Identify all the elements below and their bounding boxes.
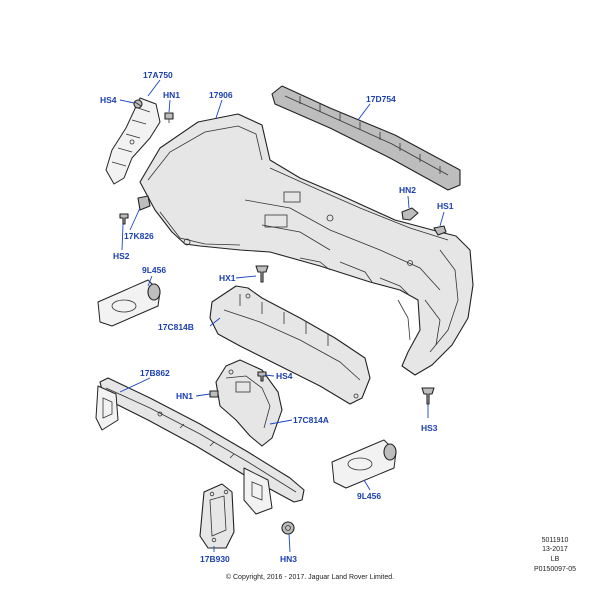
label-17b930: 17B930 xyxy=(200,554,230,564)
label-hn2: HN2 xyxy=(399,185,416,195)
absorber-9l456-left xyxy=(97,279,161,327)
clip-17k826 xyxy=(137,195,151,211)
bracket-17b930 xyxy=(199,483,235,549)
label-hn3: HN3 xyxy=(280,554,297,564)
label-9l456-left: 9L456 xyxy=(142,265,166,275)
illustration-id: P0150097-05 xyxy=(533,566,577,573)
fastener-hs4-middle xyxy=(257,371,267,382)
label-17d754: 17D754 xyxy=(366,94,396,104)
nut-hn2 xyxy=(401,207,419,221)
screw-hs1 xyxy=(433,225,447,236)
label-9l456-right: 9L456 xyxy=(357,491,381,501)
label-17906: 17906 xyxy=(209,90,233,100)
label-17b862: 17B862 xyxy=(140,368,170,378)
label-hs2: HS2 xyxy=(113,251,130,261)
absorber-9l456-right xyxy=(331,439,397,489)
undertray-17c814b xyxy=(209,285,371,405)
fastener-hx1 xyxy=(255,265,269,283)
leader-lines xyxy=(119,79,445,553)
bumper-cover-17906 xyxy=(139,113,474,376)
label-hn1-middle: HN1 xyxy=(176,391,193,401)
label-hs3: HS3 xyxy=(421,423,438,433)
screw-hs2 xyxy=(119,213,129,225)
bracket-17c814a xyxy=(215,359,283,447)
bracket-17a750 xyxy=(105,97,161,185)
fastener-hn1-middle xyxy=(209,390,219,398)
reference-number: 5011910 xyxy=(541,537,569,544)
date-code: 13-2017 xyxy=(542,546,568,553)
nut-hn3 xyxy=(281,521,295,535)
label-hs4-middle: HS4 xyxy=(276,371,293,381)
label-hs4-top: HS4 xyxy=(100,95,117,105)
label-17c814a: 17C814A xyxy=(293,415,329,425)
fastener-hn1-top xyxy=(164,112,174,123)
label-17c814b: 17C814B xyxy=(158,322,194,332)
label-hs1: HS1 xyxy=(437,201,454,211)
fastener-hs3 xyxy=(421,387,435,405)
crossbeam-17b862 xyxy=(95,377,305,515)
strip-17d754 xyxy=(271,85,461,191)
side-code: LB xyxy=(550,556,560,563)
callouts: 17A750 HS4 HN1 17906 17D754 HN2 HS1 17K8… xyxy=(100,70,454,564)
label-hx1: HX1 xyxy=(219,273,236,283)
label-hn1-top: HN1 xyxy=(163,90,180,100)
fastener-hs4-top xyxy=(133,99,143,109)
copyright: © Copyright, 2016 - 2017. Jaguar Land Ro… xyxy=(225,574,395,581)
label-17a750: 17A750 xyxy=(143,70,173,80)
label-17k826: 17K826 xyxy=(124,231,154,241)
